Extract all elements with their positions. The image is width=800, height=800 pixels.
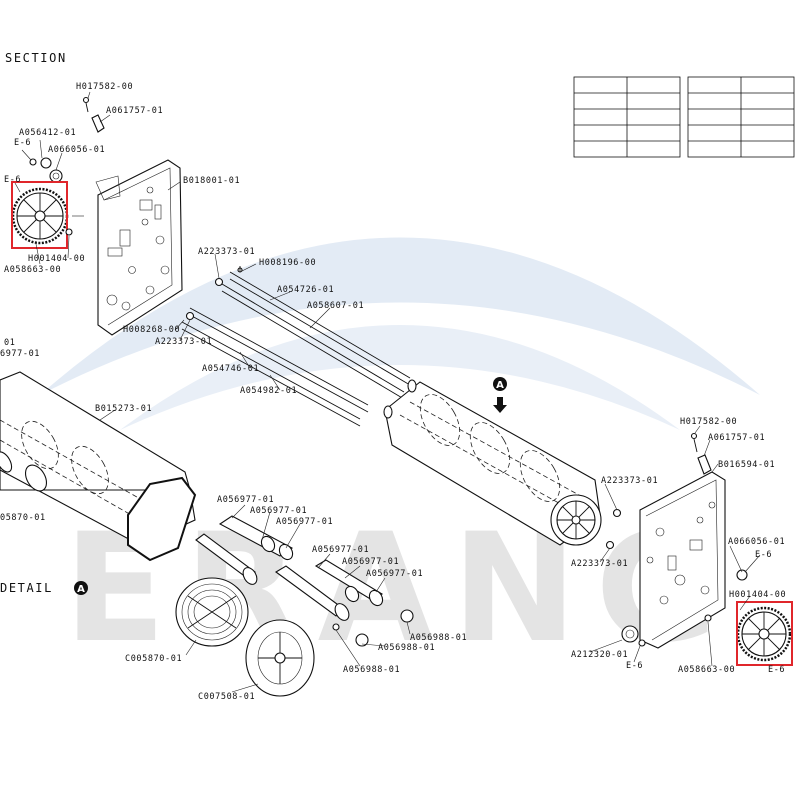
label-a066056-right: A066056-01 [728,537,785,547]
section-title: SECTION [5,51,67,65]
callout-arrow [493,397,507,413]
empty-legend-table-right [687,76,795,158]
right-washer [736,569,748,581]
left-washer [40,157,52,169]
label-a056977-2: A056977-01 [250,506,307,516]
label-c007508: C007508-01 [198,692,255,702]
label-a056988-1: A056988-01 [410,633,467,643]
detail-a-letter: A [77,584,85,595]
label-e6-right-3: E-6 [768,665,785,675]
label-b016594: B016594-01 [718,460,775,470]
upper-shaft-pair [221,271,411,400]
label-cut-05870: 05870-01 [0,513,46,523]
part-labels: H017582-00 A061757-01 A056412-01 E-6 A06… [0,82,786,702]
label-a056977-5: A056977-01 [342,557,399,567]
label-cut-6977: 6977-01 [0,349,40,359]
label-e6-left-mid: E-6 [4,175,21,185]
empty-legend-table-left [573,76,681,158]
left-screw-top [82,96,90,104]
label-e6-left-top: E-6 [14,138,31,148]
left-drum-section [0,371,197,562]
left-gear-highlight [11,181,68,249]
roller-group [195,515,414,647]
leader-lines [14,91,761,693]
label-a061757-right: A061757-01 [708,433,765,443]
label-h008196: H008196-00 [259,258,316,268]
lower-shaft-pair [181,307,369,427]
label-h001404-left: H001404-00 [28,254,85,264]
right-gear-highlight [736,601,793,666]
ribbed-drum-end [175,577,249,647]
label-e6-right-1: E-6 [755,550,772,560]
label-a223373-top: A223373-01 [198,247,255,257]
right-small-gear [621,625,639,643]
label-a056977-6: A056977-01 [366,569,423,579]
label-a066056-left: A066056-01 [48,145,105,155]
left-side-plate [95,159,183,336]
label-cut-01: 01 [4,338,15,348]
label-a061757-left: A061757-01 [106,106,163,116]
label-h017582-left: H017582-00 [76,82,133,92]
label-a223373-mid: A223373-01 [155,337,212,347]
right-bracket [697,454,712,475]
label-a058663-right: A058663-00 [678,665,735,675]
label-h017582-right: H017582-00 [680,417,737,427]
label-e6-right-2: E-6 [626,661,643,671]
label-a058607: A058607-01 [307,301,364,311]
left-e-ring-top [29,158,37,166]
label-a056977-1: A056977-01 [217,495,274,505]
background-swoosh [40,237,760,430]
left-bracket [91,114,105,133]
label-h001404-right: H001404-00 [729,590,786,600]
right-large-gear [736,606,792,662]
label-a054746: A054746-01 [202,364,259,374]
label-a054726: A054726-01 [277,285,334,295]
label-a056988-2: A056988-01 [378,643,435,653]
label-b018001: B018001-01 [183,176,240,186]
label-a054982: A054982-01 [240,386,297,396]
detail-a-marker [74,581,88,595]
label-a212320: A212320-01 [571,650,628,660]
label-c005870: C005870-01 [125,654,182,664]
callout-a-letter: A [496,380,504,391]
callout-a-marker [493,377,507,391]
left-small-gear [49,169,63,183]
main-drum-assembly [383,379,602,546]
left-large-gear [11,187,69,245]
label-a056977-4: A056977-01 [312,545,369,555]
label-a056412: A056412-01 [19,128,76,138]
label-a058663-left: A058663-00 [4,265,61,275]
label-a223373-r1: A223373-01 [601,476,658,486]
wheel-drum-end [245,619,315,697]
detail-title: DETAIL [0,581,53,595]
label-a056988-3: A056988-01 [343,665,400,675]
label-a056977-3: A056977-01 [276,517,333,527]
label-b015273: B015273-01 [95,404,152,414]
label-h008268: H008268-00 [123,325,180,335]
label-a223373-r2: A223373-01 [571,559,628,569]
right-screw-top [690,432,698,440]
